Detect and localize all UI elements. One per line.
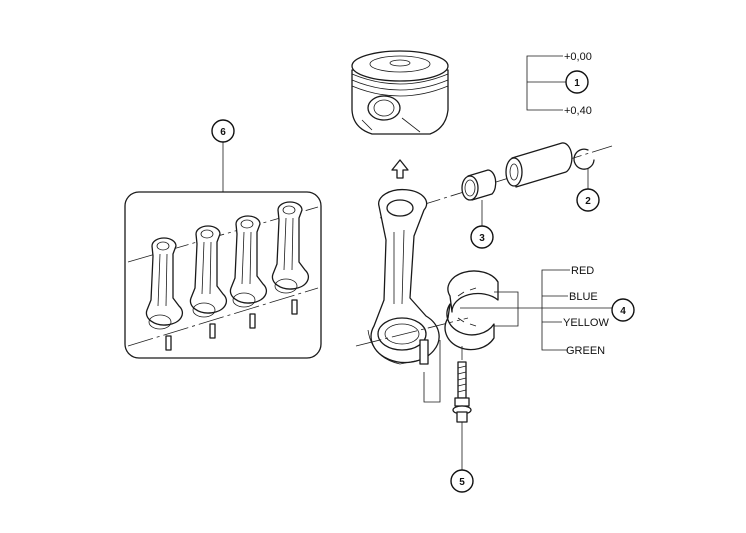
svg-text:6: 6 bbox=[220, 127, 226, 138]
circlip bbox=[573, 148, 595, 170]
rod-bolt bbox=[452, 361, 472, 423]
rod-set-lower-axis bbox=[127, 287, 319, 347]
piston bbox=[351, 50, 449, 135]
bearing-bracket bbox=[494, 291, 519, 327]
grade-green: GREEN bbox=[566, 345, 605, 357]
svg-text:2: 2 bbox=[585, 196, 591, 207]
svg-text:3: 3 bbox=[479, 233, 485, 244]
tolerance-bracket bbox=[526, 55, 540, 111]
big-end-bearing-shells bbox=[444, 270, 499, 351]
connecting-rod-set-item bbox=[145, 237, 184, 351]
svg-text:5: 5 bbox=[459, 477, 465, 488]
connecting-rod-set: 6 bbox=[124, 119, 322, 359]
connecting-rod-set-item bbox=[271, 201, 310, 315]
bolt-position-line bbox=[423, 340, 441, 403]
bearing-grade-list: RED BLUE YELLOW GREEN bbox=[541, 265, 609, 357]
callout-4: 4 bbox=[611, 298, 635, 322]
callout-2: 2 bbox=[576, 188, 600, 212]
piston-pin bbox=[505, 142, 573, 188]
grade-blue: BLUE bbox=[569, 291, 598, 303]
callout-5: 5 bbox=[450, 469, 474, 493]
callout-6: 6 bbox=[211, 119, 235, 143]
connecting-rod bbox=[367, 188, 440, 365]
piston-tolerance-callout: +0,00 +0,40 1 bbox=[526, 51, 592, 117]
small-end-bushing bbox=[461, 169, 497, 201]
callout-1: 1 bbox=[565, 70, 589, 94]
tolerance-upper: +0,00 bbox=[564, 51, 592, 63]
svg-text:4: 4 bbox=[620, 306, 626, 317]
callout-3: 3 bbox=[470, 225, 494, 249]
grade-yellow: YELLOW bbox=[563, 317, 609, 329]
assembly-direction-arrow bbox=[391, 159, 409, 179]
connecting-rod-set-item bbox=[229, 215, 268, 329]
grade-red: RED bbox=[571, 265, 594, 277]
connecting-rod-set-item bbox=[189, 225, 228, 339]
svg-text:1: 1 bbox=[574, 78, 580, 89]
tolerance-lower: +0,40 bbox=[564, 105, 592, 117]
